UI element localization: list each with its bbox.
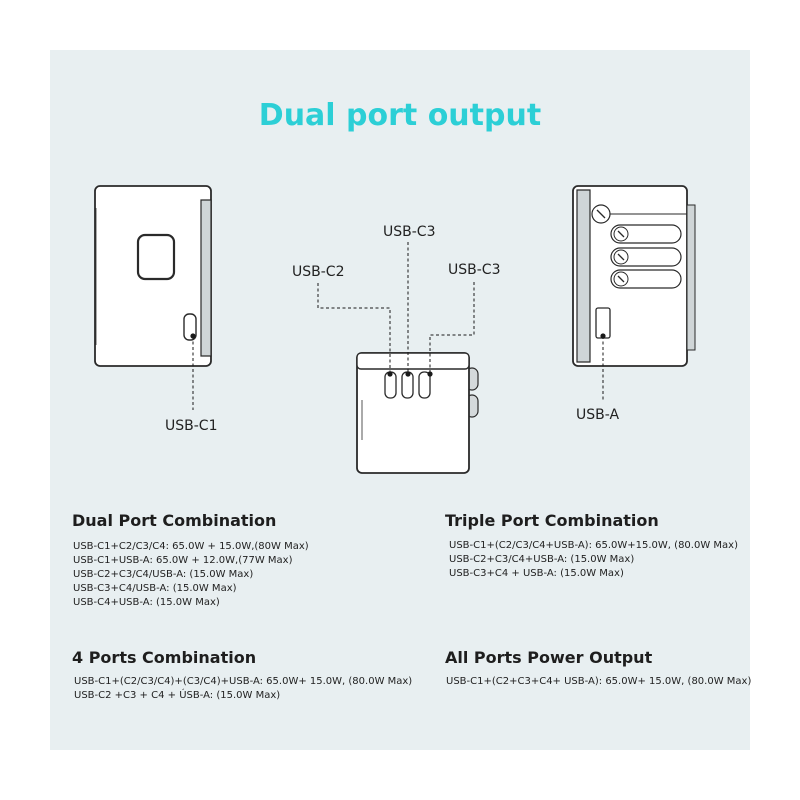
- four-port-list: USB-C1+(C2/C3/C4)+(C3/C4)+USB-A: 65.0W+ …: [74, 675, 412, 703]
- plug-slider-uk: [610, 224, 682, 244]
- list-item: USB-C1+C2/C3/C4: 65.0W + 15.0W,(80W Max): [73, 541, 309, 552]
- triple-port-heading: Triple Port Combination: [445, 511, 659, 530]
- usb-c3-right-leader-line: [427, 282, 475, 377]
- four-port-heading: 4 Ports Combination: [72, 648, 257, 667]
- adapter-front-view-icon: [356, 352, 479, 474]
- list-item: USB-C1+(C2/C3/C4)+(C3/C4)+USB-A: 65.0W+ …: [74, 676, 413, 687]
- list-item: USB-C2 +C3 + C4 + ÚSB-A: (15.0W Max): [74, 690, 281, 701]
- dual-port-heading: Dual Port Combination: [72, 511, 277, 530]
- list-item: USB-C3+C4/USB-A: (15.0W Max): [73, 583, 237, 594]
- all-ports-heading: All Ports Power Output: [445, 648, 653, 667]
- usb-c2-label: USB-C2: [292, 264, 345, 280]
- dual-port-list: USB-C1+C2/C3/C4: 65.0W + 15.0W,(80W Max)…: [73, 540, 309, 610]
- usb-a-label: USB-A: [576, 407, 620, 423]
- list-item: USB-C1+(C2/C3/C4+USB-A): 65.0W+15.0W, (8…: [449, 540, 738, 551]
- all-ports-list: USB-C1+(C2+C3+C4+ USB-A): 65.0W+ 15.0W, …: [446, 675, 751, 689]
- list-item: USB-C2+C3/C4/USB-A: (15.0W Max): [73, 569, 254, 580]
- usb-c1-label: USB-C1: [165, 418, 218, 434]
- plug-slider-us: [610, 247, 682, 267]
- triple-port-list: USB-C1+(C2/C3/C4+USB-A): 65.0W+15.0W, (8…: [449, 539, 738, 581]
- usb-c3-right-label: USB-C3: [448, 262, 501, 278]
- usb-c1-leader-line: [190, 333, 196, 410]
- list-item: USB-C2+C3/C4+USB-A: (15.0W Max): [449, 554, 635, 565]
- usb-c3-top-leader-line: [405, 242, 411, 377]
- adapter-side-view-icon: [94, 185, 212, 367]
- plug-slider-au: [610, 269, 682, 289]
- list-item: USB-C3+C4 + USB-A: (15.0W Max): [449, 568, 624, 579]
- usb-c3-top-label: USB-C3: [383, 224, 436, 240]
- list-item: USB-C4+USB-A: (15.0W Max): [73, 597, 220, 608]
- page-title: Dual port output: [258, 98, 542, 133]
- usb-c2-leader-line: [317, 283, 393, 377]
- list-item: USB-C1+USB-A: 65.0W + 12.0W,(77W Max): [73, 555, 293, 566]
- adapter-plug-side-view-icon: [572, 185, 696, 367]
- list-item: USB-C1+(C2+C3+C4+ USB-A): 65.0W+ 15.0W, …: [446, 676, 752, 687]
- plug-slider-eu: [591, 204, 687, 224]
- usb-a-leader-line: [600, 333, 606, 402]
